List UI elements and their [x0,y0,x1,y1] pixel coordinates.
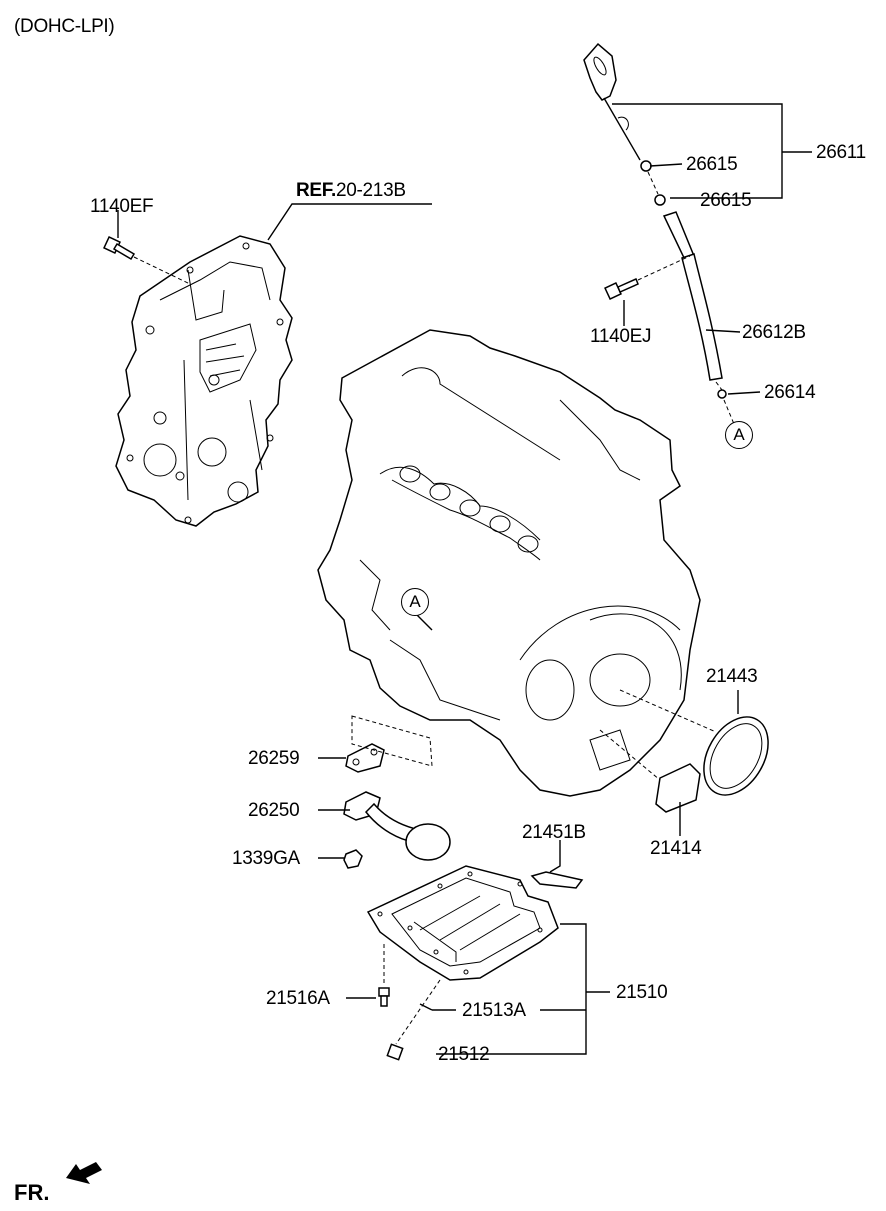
engine-block-illustration [317,329,701,797]
callout-1339ga: 1339GA [232,848,300,869]
callout-21512: 21512 [438,1044,490,1065]
callout-21516a: 21516A [266,988,330,1009]
reference-prefix: REF. [296,180,336,201]
dipstick-illustration [583,42,666,206]
reference-label: REF.20-213B [296,180,406,202]
callout-26259: 26259 [248,748,300,769]
callout-26612b: 26612B [742,322,806,343]
bolt-1140ef-illustration [103,236,191,285]
leader-lines [117,103,812,1055]
timing-cover-illustration [115,235,293,527]
callout-26611: 26611 [816,142,866,163]
callout-26615-upper: 26615 [686,154,738,175]
pan-bolts-illustration [378,944,441,1061]
reference-code: 20-213B [335,180,406,201]
marker-a-engine: A [401,588,429,616]
callout-21513a: 21513A [462,1000,526,1021]
front-arrow-icon [66,1162,102,1184]
oil-pan-illustration [366,865,584,981]
gasket-illustration [345,715,433,773]
callout-26615-lower: 26615 [700,190,752,211]
callout-21451b: 21451B [522,822,586,843]
callout-21443: 21443 [706,666,758,687]
callout-1140ej: 1140EJ [590,326,652,347]
callout-21414: 21414 [650,838,702,859]
cover-plate-illustration [599,729,701,813]
callout-26614: 26614 [764,382,816,403]
oil-screen-illustration [343,791,451,861]
callout-26250: 26250 [248,800,300,821]
oil-seal-illustration [619,689,769,796]
callout-1140ef: 1140EF [90,196,154,217]
guide-tube-illustration [662,211,735,425]
marker-a-upper: A [725,421,753,449]
engine-variant-label: (DOHC-LPI) [14,16,115,37]
nut-illustration [343,849,363,869]
callout-21510: 21510 [616,982,668,1003]
front-direction-label: FR. [14,1180,50,1205]
bolt-1140ej-illustration [604,255,691,300]
